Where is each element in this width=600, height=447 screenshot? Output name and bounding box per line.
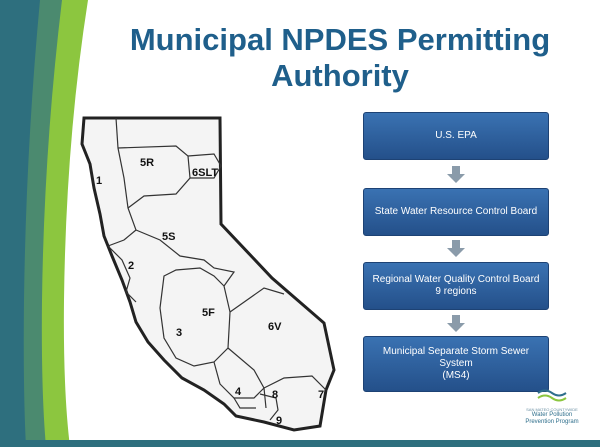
flow-box-state-board: State Water Resource Control Board	[363, 188, 549, 236]
down-arrow-icon	[447, 315, 465, 332]
region-label-6slt: 6SLT	[192, 167, 218, 179]
region-label-5r: 5R	[140, 157, 154, 169]
region-label-9: 9	[276, 415, 282, 427]
water-wave-icon	[537, 389, 567, 402]
region-label-5s: 5S	[162, 231, 175, 243]
flow-box-epa-text: U.S. EPA	[435, 130, 477, 141]
california-region-map: 1 2 3 4 5R 5S 5F 6SLT 6V 7 8 9	[80, 116, 336, 432]
title-line-2: Authority	[271, 58, 409, 93]
page-title: Municipal NPDES Permitting Authority	[100, 22, 580, 94]
region-label-3: 3	[176, 327, 182, 339]
region-label-7: 7	[318, 389, 324, 401]
region-label-5f: 5F	[202, 307, 215, 319]
logo-county-text: SAN MATEO COUNTYWIDE	[526, 407, 578, 412]
title-line-1: Municipal NPDES Permitting	[129, 22, 551, 57]
flow-box-ms4-line-1: Municipal Separate Storm Sewer	[382, 346, 530, 357]
flow-box-regional-board-line-2: 9 regions	[435, 286, 477, 297]
flow-box-state-board-text: State Water Resource Control Board	[374, 206, 538, 217]
flow-box-regional-board-line-1: Regional Water Quality Control Board	[372, 274, 540, 285]
logo-line-1: Water Pollution	[531, 412, 573, 418]
flow-box-regional-board: Regional Water Quality Control Board 9 r…	[363, 262, 549, 310]
down-arrow-icon	[447, 166, 465, 183]
region-label-4: 4	[235, 386, 242, 398]
bottom-border	[0, 440, 600, 447]
region-label-1: 1	[96, 175, 102, 187]
green-swoosh-decoration	[0, 0, 88, 447]
logo-line-2: Prevention Program	[525, 419, 579, 425]
flow-box-ms4-line-3: (MS4)	[442, 370, 470, 381]
water-pollution-logo: SAN MATEO COUNTYWIDE Water Pollution Pre…	[512, 388, 592, 426]
flow-box-ms4: Municipal Separate Storm Sewer System (M…	[363, 336, 549, 392]
flow-box-epa: U.S. EPA	[363, 112, 549, 160]
region-label-2: 2	[128, 260, 134, 272]
down-arrow-icon	[447, 240, 465, 257]
region-label-8: 8	[272, 389, 278, 401]
flow-box-ms4-line-2: System	[439, 358, 473, 369]
california-outline	[80, 116, 336, 432]
region-label-6v: 6V	[268, 321, 282, 333]
